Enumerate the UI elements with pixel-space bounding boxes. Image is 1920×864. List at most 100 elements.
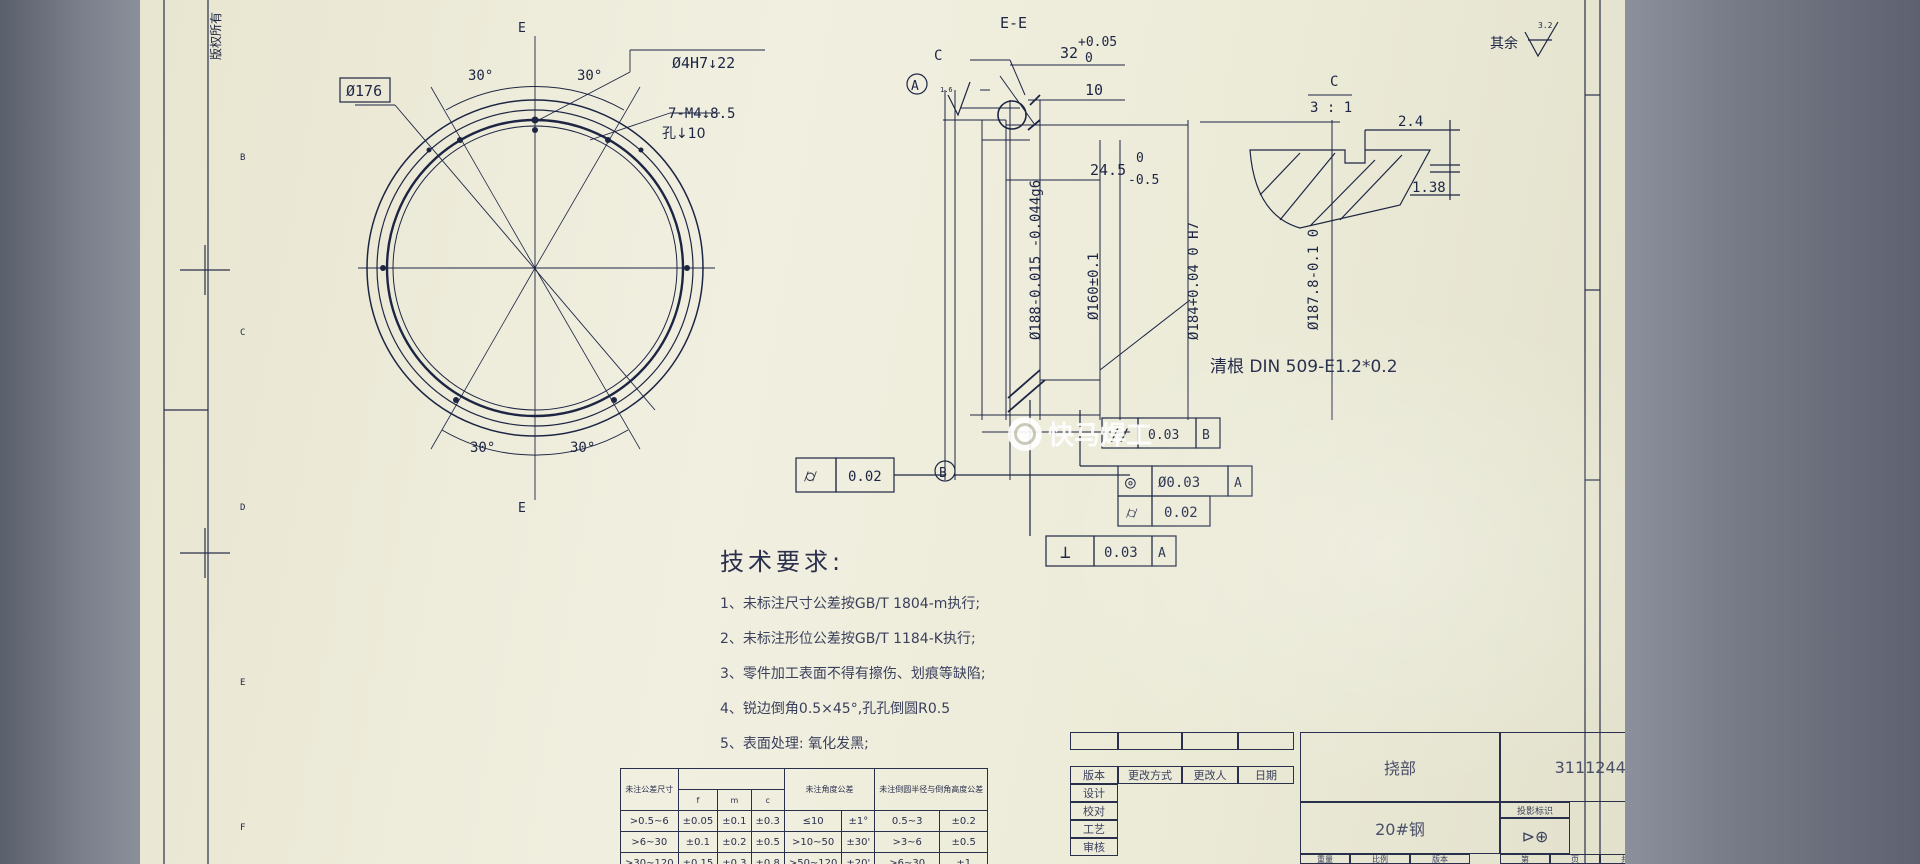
tech-item: 1、未标注尺寸公差按GB/T 1804-m执行; [720, 596, 981, 612]
fcf-perp-value: 0.03 [1104, 545, 1138, 561]
tb-label: 审核 [1070, 838, 1118, 856]
dim-diameter-188: Ø188-0.015 -0.044g6 [1028, 180, 1044, 340]
hole-callout: Ø4H7↓22 [672, 54, 735, 72]
leader-c-label: C [934, 48, 942, 64]
tol-header-angle: 未注角度公差 [783, 768, 876, 811]
material: 20#钢 [1300, 802, 1500, 854]
tb-small: 重量 [1300, 854, 1350, 864]
tol-cell: ±1 [939, 852, 989, 864]
ring-top-view [355, 36, 765, 500]
tb-empty [1238, 732, 1294, 750]
tol-cell: ±0.3 [750, 810, 785, 832]
dim-diameter-184: Ø184+0.04 0 H7 [1186, 222, 1202, 340]
tol-cell: >10~50 [783, 831, 843, 853]
zone-letter-f: F [240, 823, 245, 833]
table-row: >0.5~6 ±0.05 ±0.1 ±0.3 ≤10 ±1° 0.5~3 ±0.… [620, 810, 989, 832]
dim-diameter-187-8: Ø187.8-0.1 0 [1306, 229, 1322, 330]
tb-small: 页 [1550, 854, 1600, 864]
tol-cell: ±1° [841, 810, 876, 832]
tb-small: 第 [1500, 854, 1550, 864]
fcf-concentric-symbol: ◎ [1125, 472, 1136, 493]
roughness-symbol-icon [1524, 21, 1559, 58]
section-letter-bottom: E [518, 501, 526, 516]
tb-label: 设计 [1070, 784, 1118, 802]
tol-cell: ≤10 [783, 810, 843, 832]
detail-dim-2-4: 2.4 [1398, 114, 1423, 130]
fcf-parallel-value: 0.03 [1148, 428, 1179, 443]
tol-grade-f: f [677, 789, 719, 811]
tb-label: 更改人 [1182, 766, 1238, 784]
fcf-parallel-datum: B [1202, 428, 1210, 443]
drawing-screen: 版权所有 B C D E F [140, 0, 1625, 864]
tech-item: 3、零件加工表面不得有擦伤、划痕等缺陷; [720, 666, 986, 682]
tol-grade-m: m [717, 789, 752, 811]
tol-cell: ±0.5 [939, 831, 989, 853]
fcf-concentric-value: Ø0.03 [1158, 475, 1200, 491]
tol-header-grade [677, 768, 785, 790]
tb-label: 校对 [1070, 802, 1118, 820]
tol-header-size: 未注公差尺寸 [620, 768, 679, 811]
zone-letter-e: E [240, 678, 245, 688]
dim-10: 10 [1085, 81, 1103, 99]
table-row: >6~30 ±0.1 ±0.2 ±0.5 >10~50 ±30' >3~6 ±0… [620, 831, 989, 853]
title-block: 版本 更改方式 更改人 日期 设计 校对 工艺 审核 挠部 31112444-L… [1070, 732, 1625, 864]
tol-cell: >0.5~6 [620, 810, 679, 832]
watermark-logo-icon [1008, 416, 1042, 451]
thread-hole-depth: 孔↓10 [662, 126, 706, 142]
angle-label-3: 30° [470, 440, 495, 456]
dim-32: 32 [1060, 44, 1078, 62]
tb-small: 版本 [1410, 854, 1470, 864]
zone-letter-b: B [240, 153, 245, 163]
tolerance-table: 未注公差尺寸 未注角度公差 未注倒圆半径与倒角高度公差 f m c >0.5~6… [620, 768, 989, 864]
tol-cell: >30~120 [620, 852, 679, 864]
tol-cell: ±0.2 [717, 831, 752, 853]
fcf-perp-datum: A [1158, 546, 1166, 561]
dim-24-5: 24.5 [1090, 161, 1126, 179]
angle-label-4: 30° [570, 440, 595, 456]
detail-label: C [1330, 74, 1338, 90]
tol-cell: ±0.2 [939, 810, 989, 832]
tol-cell: ±0.8 [750, 852, 785, 864]
section-view-lines [943, 59, 1191, 480]
tb-label: 版本 [1070, 766, 1118, 784]
watermark: 快马焊工 [1008, 415, 1152, 452]
hole-markers [380, 116, 690, 403]
fcf-cyl-right-value: 0.02 [1164, 505, 1198, 521]
dim-32-upper: +0.05 [1078, 35, 1117, 50]
thread-callout: 7-M4↓8.5 [668, 106, 735, 122]
tol-cell: >3~6 [874, 831, 941, 853]
detail-scale: 3 : 1 [1310, 100, 1352, 116]
tech-requirements-heading: 技术要求: [720, 548, 845, 576]
section-letter-top: E [518, 21, 526, 36]
fcf-parallel-symbol: // [1110, 425, 1129, 444]
fcf-cyl-left-value: 0.02 [848, 469, 882, 485]
drawing-frame [163, 0, 1601, 864]
dim-24-5-lower: -0.5 [1128, 173, 1159, 188]
tol-cell: ±0.1 [677, 831, 719, 853]
tol-grade-c: c [750, 789, 785, 811]
detail-dim-1-38: 1.38 [1412, 180, 1446, 196]
dim-diameter-160: Ø160±0.1 [1086, 253, 1102, 320]
tb-small: 比例 [1350, 854, 1410, 864]
tol-cell: ±20' [841, 852, 876, 864]
projection-symbol-icon: ⊳⊕ [1500, 818, 1570, 854]
section-hatch [1007, 94, 1046, 413]
angle-label-1: 30° [468, 68, 493, 84]
datum-a-circle: A [911, 79, 919, 94]
dim-24-5-upper: 0 [1136, 151, 1144, 166]
fcf-cyl-left-symbol: ⌭ [804, 466, 817, 487]
detail-view [1249, 120, 1460, 229]
tol-cell: 0.5~3 [874, 810, 941, 832]
roughness-rest-value: 3.2 [1538, 21, 1553, 30]
table-row: >30~120 ±0.15 ±0.3 ±0.8 >50~120 ±20' >6~… [620, 852, 989, 864]
tech-requirements: 技术要求: 1、未标注尺寸公差按GB/T 1804-m执行; 2、未标注形位公差… [720, 542, 986, 762]
tol-cell: ±0.5 [750, 831, 785, 853]
tb-empty [1118, 732, 1182, 750]
tol-cell: ±30' [841, 831, 876, 853]
fcf-cyl-right-symbol: ⌭ [1126, 503, 1138, 522]
tb-label: 更改方式 [1118, 766, 1182, 784]
section-title: E-E [1000, 14, 1027, 32]
projection-label: 投影标识 [1500, 802, 1570, 818]
tb-empty [1070, 732, 1118, 750]
tech-item: 2、未标注形位公差按GB/T 1184-K执行; [720, 631, 976, 647]
